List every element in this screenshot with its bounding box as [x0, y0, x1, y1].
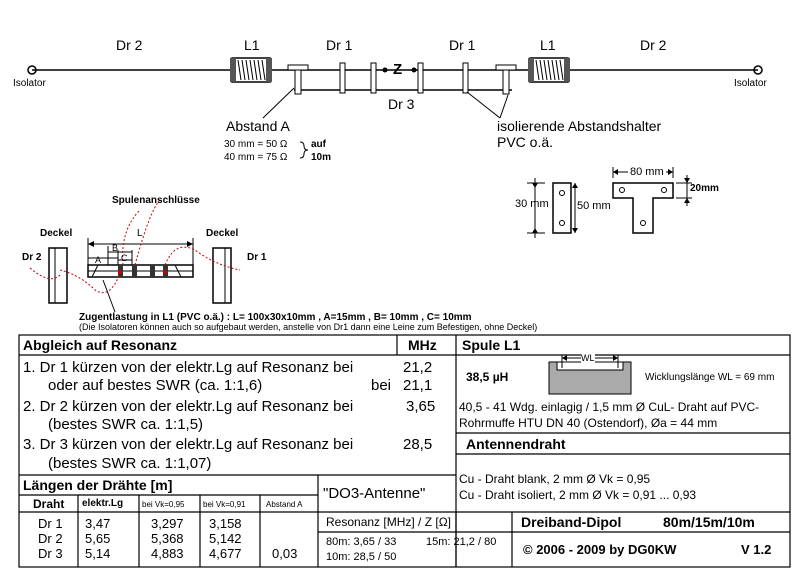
- label-pvc: PVC o.ä.: [497, 134, 554, 150]
- spule-desc2: Rohrmuffe HTU DN 40 (Ostendorf), Øa = 44…: [459, 416, 718, 430]
- spule-wicklung: Wicklungslänge WL = 69 mm: [645, 372, 775, 383]
- do3-label: "DO3-Antenne": [323, 485, 426, 502]
- row3-elektr: 5,14: [85, 546, 111, 561]
- label-dr1-right: Dr 1: [449, 37, 476, 53]
- row2-draht: Dr 2: [38, 531, 63, 546]
- spule-wl-label: WL: [581, 353, 595, 363]
- label-coil-dr1: Dr 1: [247, 252, 267, 263]
- resonanz-10m: 10m: 28,5 / 50: [326, 551, 397, 563]
- label-dr2-right: Dr 2: [640, 37, 667, 53]
- label-coil-b: B: [112, 243, 119, 253]
- spacer-4: [462, 62, 469, 94]
- label-auf: auf: [311, 139, 326, 150]
- coil-l1-left: [230, 57, 272, 83]
- coil-detail-drawing: [29, 199, 241, 313]
- row3-vk091: 4,677: [209, 546, 242, 561]
- isolator-right-symbol: [753, 65, 763, 75]
- coil-l1-right: [528, 57, 570, 83]
- row3-abstand: 0,03: [272, 546, 298, 561]
- step2-v1: 3,65: [406, 398, 436, 415]
- isolator-left-symbol: [27, 65, 37, 75]
- row3-draht: Dr 3: [38, 546, 63, 561]
- step3-v1: 28,5: [403, 436, 433, 453]
- label-coil-c: C: [121, 253, 128, 263]
- label-abstand-a: Abstand A: [226, 118, 290, 134]
- label-dr1-left: Dr 1: [326, 37, 353, 53]
- laengen-header-elektr: elektr.Lg: [82, 498, 124, 509]
- step1-v2: 21,1: [403, 377, 433, 394]
- step1-bei: bei: [371, 377, 392, 394]
- antennendraht-line2: Cu - Draht isoliert, 2 mm Ø Vk = 0,91 ..…: [459, 488, 697, 502]
- label-zugentlastung: Zugentlastung in L1 (PVC o.ä.) : L= 100x…: [79, 312, 472, 323]
- label-coil-dr2: Dr 2: [22, 252, 42, 263]
- spacer-rect-drawing: [527, 178, 578, 238]
- resonanz-15m: 15m: 21,2 / 80: [426, 536, 497, 548]
- resonanz-title: Resonanz [MHz] / Z [Ω]: [326, 515, 452, 529]
- footer-version: V 1.2: [741, 542, 772, 557]
- label-l1-right: L1: [540, 37, 556, 53]
- resonanz-80m: 80m: 3,65 / 33: [326, 536, 397, 548]
- spule-title: Spule L1: [462, 337, 521, 353]
- table-grid: [18, 334, 791, 568]
- abgleich-mhz: MHz: [408, 337, 437, 353]
- label-spacer-20: 20mm: [690, 183, 719, 194]
- footer-copyright: © 2006 - 2009 by DG0KW: [523, 542, 677, 557]
- spacer-1: [339, 62, 346, 94]
- spacer-2: [370, 62, 377, 94]
- label-l1-left: L1: [244, 37, 260, 53]
- antennendraht-line1: Cu - Draht blank, 2 mm Ø Vk = 0,95: [459, 472, 651, 486]
- step1-line2: oder auf bestes SWR (ca. 1:1,6): [48, 377, 263, 394]
- label-deckel-left: Deckel: [40, 228, 73, 239]
- step2-line2: (bestes SWR ca. 1:1,5): [48, 416, 204, 433]
- label-abstand-30: 30 mm = 50 Ω: [224, 139, 288, 150]
- label-dr3: Dr 3: [388, 96, 415, 112]
- antennendraht-title: Antennendraht: [466, 436, 566, 452]
- row3-vk095: 4,883: [151, 546, 184, 561]
- label-coil-l: L: [137, 228, 143, 239]
- label-z: Z: [393, 61, 403, 78]
- row2-elektr: 5,65: [85, 531, 111, 546]
- label-10m: 10m: [311, 152, 332, 163]
- spacer-end-left: [287, 64, 309, 95]
- spule-desc1: 40,5 - 41 Wdg. einlagig / 1,5 mm Ø CuL- …: [459, 400, 760, 414]
- label-isolatoren-note: (Die Isolatoren können auch so aufgebaut…: [79, 322, 538, 332]
- row1-vk091: 3,158: [209, 516, 242, 531]
- footer-dreiband: Dreiband-Dipol: [521, 514, 622, 530]
- label-dr2-left: Dr 2: [116, 37, 143, 53]
- row1-elektr: 3,47: [85, 516, 111, 531]
- laengen-header-vk091: bei Vk=0,91: [203, 500, 246, 509]
- label-abstand-40: 40 mm = 75 Ω: [224, 152, 288, 163]
- abgleich-title: Abgleich auf Resonanz: [23, 337, 178, 353]
- label-isolierende: isolierende Abstandshalter: [497, 118, 662, 134]
- label-spulenanschluesse: Spulenanschlüsse: [112, 195, 200, 206]
- step3-line1: 3. Dr 3 kürzen von der elektr.Lg auf Res…: [23, 436, 354, 453]
- step3-line2: (bestes SWR ca. 1:1,07): [48, 455, 212, 472]
- step2-line1: 2. Dr 2 kürzen von der elektr.Lg auf Res…: [23, 398, 354, 415]
- laengen-title: Längen der Drähte [m]: [23, 477, 173, 493]
- row2-vk095: 5,368: [151, 531, 184, 546]
- spacer-3: [417, 62, 424, 94]
- row1-draht: Dr 1: [38, 516, 63, 531]
- label-isolator-left: Isolator: [13, 78, 46, 89]
- step1-line1: 1. Dr 1 kürzen von der elektr.Lg auf Res…: [23, 359, 354, 376]
- laengen-header-vk095: bei Vk=0,95: [142, 500, 185, 509]
- label-spacer-80: 80 mm: [628, 166, 666, 178]
- label-spacer-30: 30 mm: [515, 198, 549, 210]
- footer-bands: 80m/15m/10m: [663, 514, 755, 530]
- laengen-header-abstand: Abstand A: [266, 500, 303, 509]
- label-spacer-50: 50 mm: [577, 200, 611, 212]
- spule-inductance: 38,5 µH: [466, 370, 509, 384]
- label-isolator-right: Isolator: [734, 78, 767, 89]
- label-coil-a: A: [95, 255, 102, 265]
- row2-vk091: 5,142: [209, 531, 242, 546]
- step1-v1: 21,2: [403, 359, 433, 376]
- spule-wl-drawing: [548, 355, 632, 395]
- label-deckel-right: Deckel: [206, 228, 239, 239]
- laengen-header-draht: Draht: [33, 497, 65, 511]
- spacer-end-right: [495, 64, 517, 95]
- row1-vk095: 3,297: [151, 516, 184, 531]
